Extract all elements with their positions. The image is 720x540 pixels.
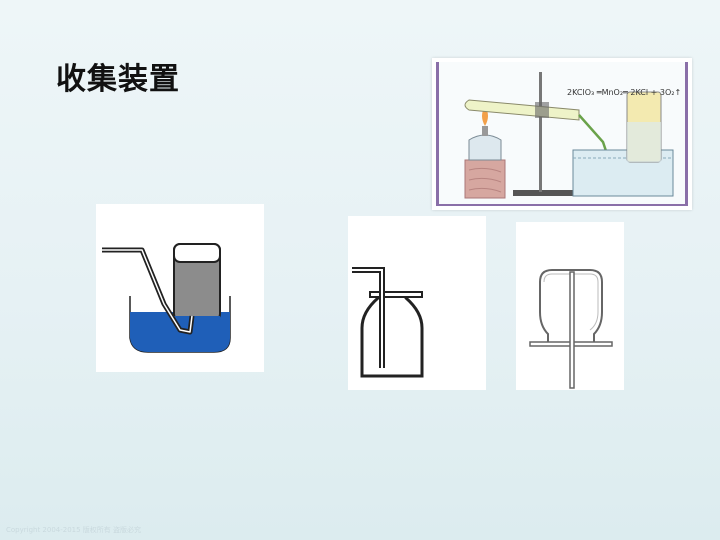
alcohol-lamp xyxy=(468,134,502,161)
inverted-bottle xyxy=(539,269,603,342)
air-displacement-diagram xyxy=(348,216,486,390)
water-displacement-svg xyxy=(102,243,231,353)
photo-frame: 2KClO₃ ═MnO₂═ 2KCl + 3O₂↑ xyxy=(436,62,688,206)
slide-title: 收集装置 xyxy=(56,62,180,97)
downward-displacement-svg xyxy=(529,269,613,389)
apparatus-illustration xyxy=(464,72,674,199)
iron-stand-rod xyxy=(539,72,542,192)
iron-stand-base xyxy=(513,190,573,196)
reaction-equation: 2KClO₃ ═MnO₂═ 2KCl + 3O₂↑ xyxy=(567,88,682,97)
glass-plate xyxy=(369,291,423,298)
oxygen-preparation-photo: 2KClO₃ ═MnO₂═ 2KCl + 3O₂↑ xyxy=(432,58,692,210)
gas-bottle xyxy=(360,296,424,378)
delivery-tube xyxy=(352,267,385,368)
air-displacement-svg xyxy=(352,267,424,378)
test-tube xyxy=(464,99,580,121)
water-displacement-diagram xyxy=(96,204,264,372)
copyright-watermark: Copyright 2004-2015 版权所有 盗版必究 xyxy=(6,526,142,534)
downward-displacement-diagram xyxy=(516,222,624,390)
delivery-tube xyxy=(569,271,575,389)
